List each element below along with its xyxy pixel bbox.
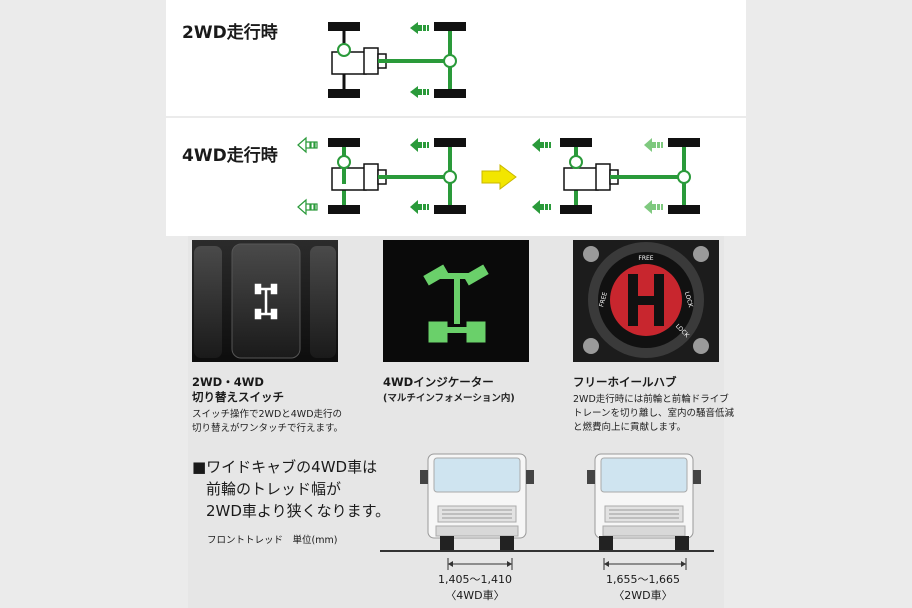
truck-2wd-measure: 1,655〜1,665	[606, 573, 680, 586]
truck-4wd-caption: 1,405〜1,410 〈4WD車〉	[420, 571, 530, 603]
feature-switch-desc-1: スイッチ操作で2WDと4WD走行の	[192, 409, 343, 420]
transition-arrow-icon	[481, 164, 517, 190]
truck-2wd-front-view	[587, 453, 701, 550]
ground-line	[380, 550, 714, 552]
truck-2wd-caption: 1,655〜1,665 〈2WD車〉	[588, 571, 698, 603]
4wd-switch-icon	[254, 283, 278, 320]
tread-dimension-2wd	[603, 558, 687, 570]
feature-hub-desc-2: トレーンを切り離し、室内の騒音低減	[573, 408, 735, 419]
feature-switch: 2WD・4WD 切り替えスイッチ スイッチ操作で2WDと4WD走行の 切り替えが…	[192, 375, 362, 436]
feature-hub: フリーホイールハブ 2WD走行時には前輪と前輪ドライブ トレーンを切り離し、室内…	[573, 375, 743, 435]
feature-indicator-title-1: 4WDインジケーター	[383, 375, 494, 389]
4wd-indicator-icon	[423, 264, 489, 343]
hub-label-top: FREE	[638, 255, 653, 262]
tread-note: フロントトレッド 単位(mm)	[207, 535, 338, 546]
claim-block: ■ワイドキャブの4WD車は 前輪のトレッド幅が 2WD車より狭くなります。	[192, 456, 392, 522]
truck-2wd-type: 〈2WD車〉	[613, 589, 673, 602]
hub-label-right: LOCK	[683, 291, 694, 309]
claim-line-1: ■ワイドキャブの4WD車は	[192, 458, 378, 476]
feature-hub-title: フリーホイールハブ	[573, 375, 677, 389]
feature-hub-desc-1: 2WD走行時には前輪と前輪ドライブ	[573, 394, 729, 405]
drivetrain-4wd-locking-diagram	[297, 136, 466, 216]
hub-label-left: FREE	[598, 291, 609, 308]
feature-indicator-title-2: (マルチインフォメーション内)	[383, 393, 515, 404]
tread-dimension-4wd	[447, 558, 513, 570]
truck-4wd-measure: 1,405〜1,410	[438, 573, 512, 586]
feature-indicator: 4WDインジケーター (マルチインフォメーション内)	[383, 375, 553, 406]
label-4wd: 4WD走行時	[182, 146, 278, 166]
switch-photo	[192, 240, 338, 362]
indicator-photo	[383, 240, 529, 362]
label-2wd: 2WD走行時	[182, 23, 278, 43]
truck-4wd-front-view	[420, 453, 534, 550]
hub-photo: FREE FREE LOCK LOCK	[573, 240, 719, 362]
feature-switch-title-2: 切り替えスイッチ	[192, 390, 284, 404]
feature-switch-desc-2: 切り替えがワンタッチで行えます。	[192, 423, 344, 434]
drivetrain-2wd-diagram	[328, 22, 466, 98]
feature-hub-desc-3: と燃費向上に貢献します。	[573, 422, 687, 433]
drivetrain-4wd-full-diagram	[532, 138, 700, 214]
claim-line-2: 前輪のトレッド幅が	[206, 480, 342, 498]
feature-switch-title-1: 2WD・4WD	[192, 375, 264, 389]
claim-line-3: 2WD車より狭くなります。	[206, 502, 391, 520]
truck-4wd-type: 〈4WD車〉	[445, 589, 505, 602]
